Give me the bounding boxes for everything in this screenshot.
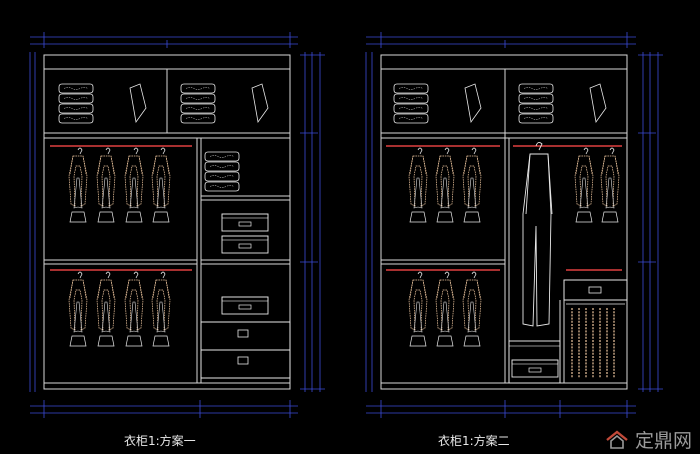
caption-option-1: 衣柜1:方案一 [124, 434, 196, 448]
bottom-box [508, 340, 561, 384]
house-logo-icon [606, 429, 628, 449]
trouser-rack [563, 279, 628, 378]
dimension-lines [29, 32, 325, 418]
drawer-unit [200, 321, 291, 379]
folded-clothes [394, 84, 606, 123]
caption-option-2: 衣柜1:方案二 [438, 434, 510, 448]
watermark: 定鼎网 [605, 426, 692, 453]
watermark-text: 定鼎网 [634, 430, 692, 452]
hanging-rods [50, 145, 192, 271]
dimension-lines [365, 32, 663, 418]
wardrobe-carcass [380, 54, 628, 390]
wardrobe-option-2 [365, 32, 663, 418]
hanging-rods [386, 145, 622, 271]
hanging-garments [408, 147, 620, 347]
wardrobe-option-1 [29, 32, 325, 418]
hanging-garments [68, 147, 171, 347]
long-coat [522, 141, 553, 327]
